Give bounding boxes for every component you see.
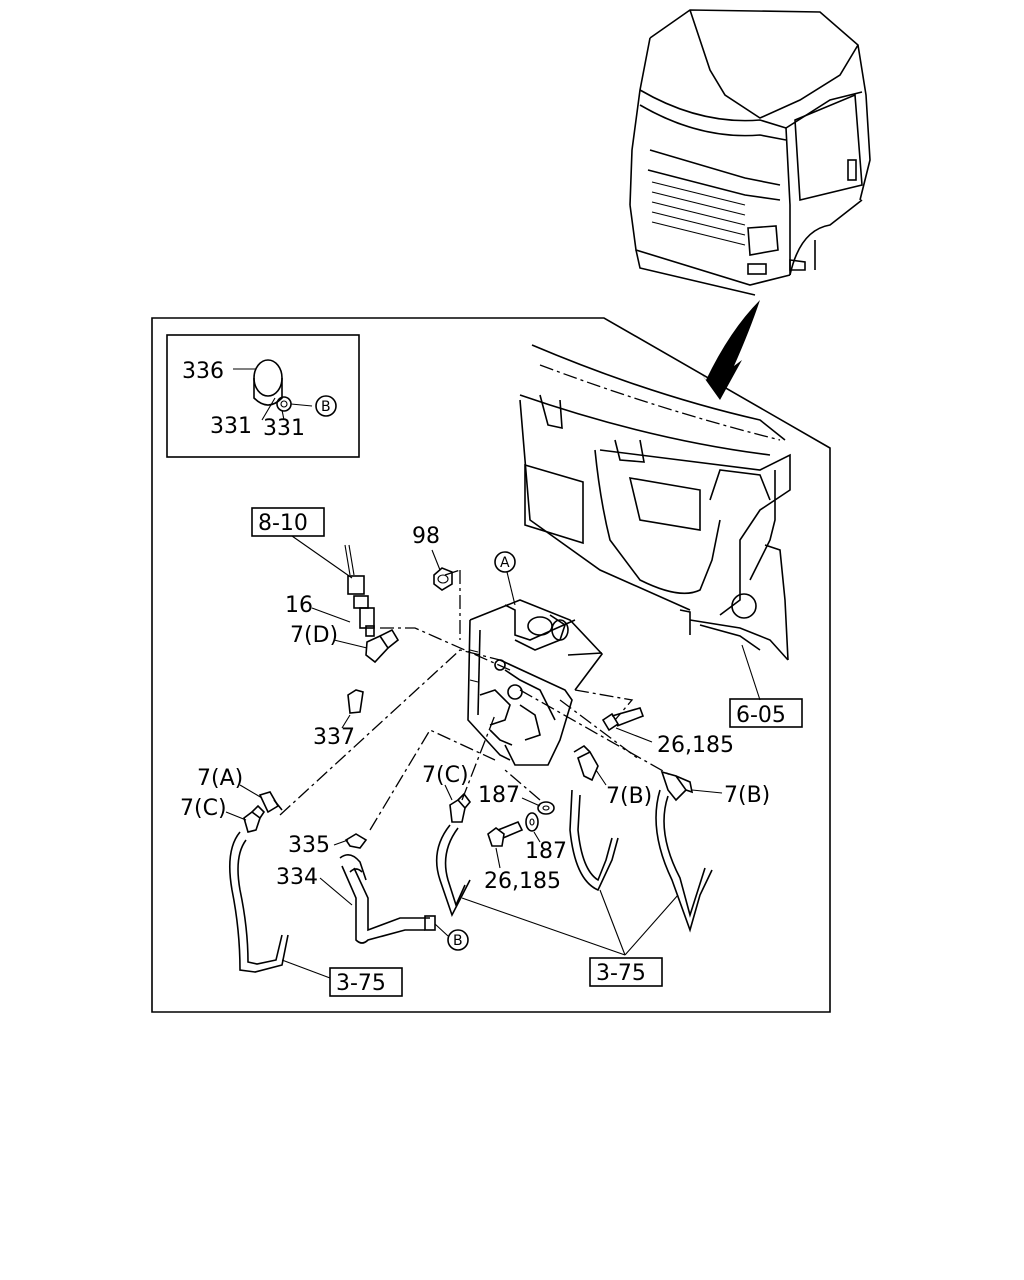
pedal-bracket-assembly <box>467 599 604 766</box>
washer-187-upper <box>537 801 555 815</box>
fitting-7a <box>258 791 283 814</box>
inset-box <box>166 334 360 458</box>
callout-7c-middle: 7(C) <box>422 763 469 788</box>
pipe-right-b <box>655 789 713 933</box>
fitting-7d <box>365 628 400 664</box>
fitting-7b-left <box>573 744 599 782</box>
marker-a-label: A <box>500 555 510 571</box>
callout-7c-left: 7(C) <box>180 796 227 821</box>
clip-335 <box>344 833 368 849</box>
clip-337 <box>347 689 364 714</box>
callout-337: 337 <box>313 725 355 750</box>
callout-334: 334 <box>276 865 318 890</box>
nut-98 <box>433 567 453 591</box>
marker-b-main <box>447 929 469 951</box>
ref-box-8-10 <box>251 507 325 537</box>
ref-box-3-75-left <box>329 967 403 997</box>
dashboard-panel <box>519 344 791 701</box>
truck-cab-illustration <box>629 9 871 400</box>
callout-16: 16 <box>285 593 313 618</box>
callout-187-upper: 187 <box>478 783 520 808</box>
hose-334 <box>339 854 436 944</box>
callout-336: 336 <box>182 359 224 384</box>
ref-label-3-75-left: 3-75 <box>336 971 386 996</box>
marker-b-inset <box>315 395 337 417</box>
callout-331-right: 331 <box>263 416 305 441</box>
ref-label-3-75-right: 3-75 <box>596 961 646 986</box>
pipe-middle <box>435 824 471 918</box>
ref-box-6-05 <box>729 698 803 728</box>
marker-b-main-label: B <box>453 933 463 949</box>
callout-7a: 7(A) <box>197 766 243 791</box>
switch-connector <box>344 544 375 637</box>
marker-a <box>494 551 516 573</box>
callout-98: 98 <box>412 524 440 549</box>
ref-label-8-10: 8-10 <box>258 511 308 536</box>
marker-b-inset-label: B <box>321 399 331 415</box>
ref-label-6-05: 6-05 <box>736 703 786 728</box>
pipe-right-a <box>569 789 619 892</box>
pipe-left <box>229 831 289 973</box>
bolt-26-185-lower <box>487 820 524 847</box>
callout-26-185-lower: 26,185 <box>484 869 561 894</box>
ref-box-3-75-right <box>589 957 663 987</box>
callout-26-185-upper: 26,185 <box>657 733 734 758</box>
callout-7b-left: 7(B) <box>606 784 652 809</box>
callout-7b-right: 7(B) <box>724 783 770 808</box>
fitting-7c-middle <box>449 792 472 823</box>
callout-7d: 7(D) <box>290 623 338 648</box>
callout-187-lower: 187 <box>525 839 567 864</box>
washer-187-lower <box>525 812 539 832</box>
bolt-26-185-upper <box>601 707 645 732</box>
fitting-7c-left <box>243 804 266 833</box>
callout-331-left: 331 <box>210 414 252 439</box>
main-frame <box>151 317 831 1013</box>
fitting-7b-right <box>660 770 694 802</box>
callout-335: 335 <box>288 833 330 858</box>
